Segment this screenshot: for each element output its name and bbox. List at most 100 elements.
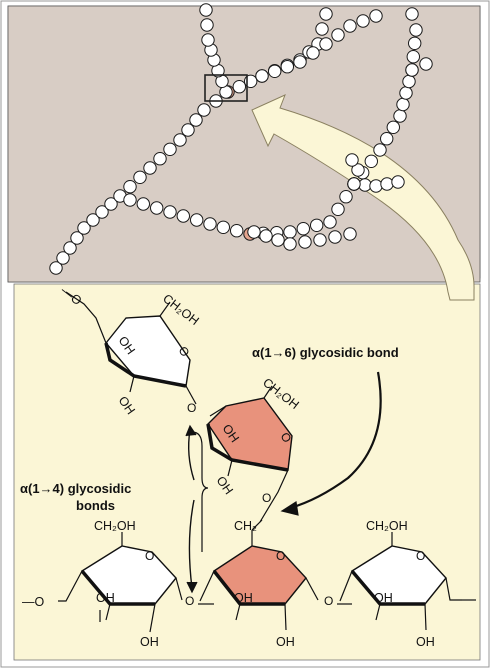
- glucose-bead: [393, 109, 407, 123]
- glucose-bead: [405, 7, 419, 21]
- glucose-bead: [358, 178, 372, 192]
- glucose-bead: [197, 103, 211, 117]
- glucose-bead: [86, 213, 100, 227]
- glycosidic-oxygen-2: O: [324, 594, 333, 608]
- ch2oh-bottom-left: CH₂OH: [94, 519, 136, 533]
- glucose-bead: [306, 46, 320, 60]
- ch2-bottom-middle: CH₂: [234, 519, 257, 533]
- glucose-bead: [408, 36, 422, 50]
- glucose-bead: [153, 152, 167, 166]
- glucose-bead: [247, 225, 261, 239]
- glucose-bead: [313, 233, 327, 247]
- glucose-bead: [406, 50, 420, 64]
- glucose-bead: [328, 230, 342, 244]
- oh-bl-inner: OH: [96, 591, 115, 605]
- glucose-bead: [70, 231, 84, 245]
- glucose-bead: [190, 213, 204, 227]
- glucose-bead: [293, 55, 307, 69]
- glucose-bead: [396, 97, 410, 112]
- glucose-bead: [63, 241, 77, 255]
- glucose-bead: [380, 177, 394, 191]
- glucose-bead: [203, 217, 217, 231]
- glucose-bead: [200, 18, 214, 32]
- oh-br-inner: OH: [374, 591, 393, 605]
- glucose-bead: [77, 221, 91, 235]
- glucose-bead: [143, 161, 157, 175]
- glucose-bead: [230, 224, 244, 238]
- glycosidic-oxygen-4: O: [262, 491, 271, 505]
- glucose-bead: [216, 220, 231, 235]
- glucose-bead: [319, 7, 333, 21]
- glucose-bead: [380, 132, 394, 146]
- glucose-bead: [150, 201, 164, 215]
- glucose-bead: [136, 197, 151, 211]
- glucose-bead: [49, 261, 63, 275]
- glucose-bead: [399, 86, 413, 100]
- glucose-bead: [255, 69, 269, 83]
- oh-bm-bottom: OH: [276, 635, 295, 649]
- ring-oxygen-br: O: [416, 549, 425, 563]
- glucose-bead: [283, 237, 297, 251]
- glucose-bead: [95, 205, 109, 219]
- glucose-bead: [315, 22, 329, 36]
- glucose-bead: [319, 37, 333, 51]
- glucose-bead: [104, 197, 118, 211]
- glucose-bead: [409, 23, 423, 37]
- glucose-bead: [391, 175, 405, 189]
- glucose-bead: [419, 57, 433, 71]
- glucose-bead: [310, 218, 324, 233]
- glucose-bead: [356, 14, 370, 28]
- glucose-bead: [331, 202, 345, 217]
- glucose-bead: [201, 33, 215, 47]
- zoom-arrow: [251, 94, 475, 301]
- glucose-bead: [402, 74, 416, 89]
- glycogen-chains: [49, 3, 433, 275]
- glucose-bead: [56, 251, 70, 265]
- glucose-bead: [343, 19, 357, 33]
- bond-14-bracket: [191, 431, 209, 552]
- bond-16-arrow: [289, 371, 382, 510]
- ch2oh-bottom-right: CH₂OH: [366, 519, 408, 533]
- glucose-bead: [369, 9, 383, 23]
- ring-oxygen-bl: O: [145, 549, 154, 563]
- label-alpha-1-4-bonds-line2: bonds: [76, 498, 115, 513]
- oh-br-bottom: OH: [416, 635, 435, 649]
- oh-bl-bottom: OH: [140, 635, 159, 649]
- glucose-bead: [280, 59, 294, 74]
- selection-box: [204, 74, 248, 102]
- glucose-bead: [351, 163, 365, 177]
- glycosidic-oxygen-3: O: [187, 401, 196, 415]
- glucose-bead: [199, 3, 213, 17]
- glucose-bead: [298, 235, 312, 249]
- glucose-bead: [373, 143, 387, 157]
- chain-end-left: —O: [22, 595, 45, 609]
- glucose-bead: [189, 113, 203, 127]
- bond-14-arrow-down: [188, 499, 195, 589]
- glucose-bead: [323, 215, 337, 229]
- glucose-bead: [405, 63, 419, 77]
- glucose-bead: [123, 180, 137, 194]
- glucose-bead: [283, 225, 297, 239]
- glucose-bead: [163, 205, 177, 219]
- glucose-bead: [369, 179, 383, 193]
- glucose-bead: [271, 233, 285, 247]
- glycosidic-oxygen-1: O: [185, 594, 194, 608]
- glucose-bead: [123, 193, 137, 207]
- label-alpha-1-4-bonds-line1: α(1→4) glycosidic: [20, 481, 131, 496]
- glucose-bead: [347, 177, 361, 191]
- oh-bm-inner: OH: [234, 591, 253, 605]
- glucose-bead: [296, 222, 310, 236]
- glucose-bead: [259, 229, 273, 243]
- ring-oxygen-bm: O: [276, 549, 285, 563]
- label-alpha-1-6-bond: α(1→6) glycosidic bond: [252, 345, 399, 360]
- glucose-bead: [232, 80, 247, 94]
- glucose-bead: [181, 123, 195, 137]
- glucose-bead: [386, 120, 400, 135]
- glucose-bead: [364, 154, 378, 169]
- glucose-bead: [163, 142, 177, 157]
- glucose-bead: [345, 153, 359, 167]
- glucose-bead: [268, 64, 282, 79]
- glucose-bead: [339, 190, 353, 204]
- glucose-bead: [173, 133, 187, 147]
